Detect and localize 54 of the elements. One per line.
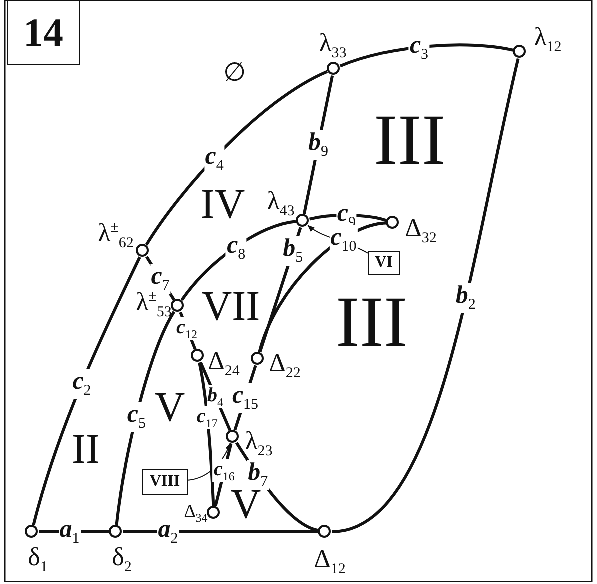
point-marker [191,349,204,362]
point-marker [386,216,399,229]
point-marker [136,244,149,257]
region-label: II [72,429,100,471]
point-marker [207,506,220,519]
point-marker [513,45,526,58]
bifurcation-curve [145,70,328,246]
point-label: λ$_{23}$ [245,428,273,460]
region-label: III [374,104,446,176]
region-tag: VIII [142,469,188,495]
point-label: λ$_{43}$ [267,188,295,220]
point-label: δ$_{1}$ [28,544,48,576]
region-label: IV [200,184,246,226]
region-label: III [336,286,408,358]
edge-label: c$_{4}$ [204,144,225,174]
region-label: V [154,387,186,429]
edge-label: c$_{15}$ [231,383,260,413]
edge-label: b$_{7}$ [247,460,270,490]
edge-label: c$_{16}$ [213,460,236,483]
bifurcation-curve [32,256,142,526]
point-marker [327,62,340,75]
edge-label: b$_{4}$ [206,385,224,408]
bifurcation-curve [123,530,318,534]
point-label: Δ$_{22}$ [269,350,301,382]
edge-label: c$_{12}$ [176,317,198,340]
region-label: ∅ [224,60,246,86]
region-label: VII [202,286,260,328]
bifurcation-curve [332,58,520,534]
panel-number: 14 [7,0,80,65]
point-marker [109,525,122,538]
point-marker [296,214,309,227]
point-marker [318,525,331,538]
point-label: λ$_{12}$ [534,24,562,56]
bifurcation-curve [340,44,514,68]
edge-label: c$_{7}$ [150,264,171,294]
point-label: δ$_{2}$ [112,544,132,576]
point-marker [171,299,184,312]
point-label: λ$_{33}$ [319,30,347,62]
point-label: Δ$_{24}$ [208,348,240,380]
edge-label: b$_{2}$ [454,283,477,314]
point-marker [226,430,239,443]
edge-label: c$_{17}$ [196,406,219,430]
region-tag: VI [368,251,400,275]
edge-label: c$_{2}$ [72,369,92,399]
edge-label: b$_{9}$ [308,130,330,160]
edge-label: b$_{5}$ [282,236,304,266]
bifurcation-curve [198,362,216,506]
edge-label: c$_{5}$ [126,402,147,432]
point-label: Δ$_{34}$ [184,502,208,524]
point-label: Δ$_{32}$ [405,215,437,247]
point-marker [251,352,264,365]
bifurcation-curve [214,443,233,507]
point-marker [25,525,38,538]
point-label: Δ$_{12}$ [314,546,346,578]
